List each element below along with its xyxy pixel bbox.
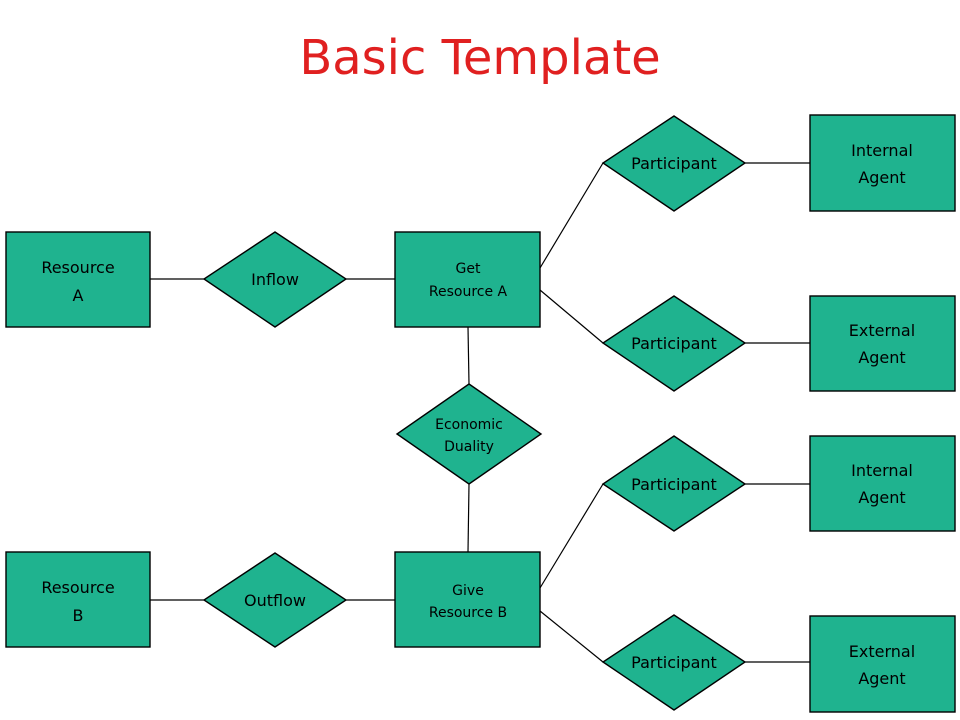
participant-relationship-1[interactable]: Participant [601,115,747,212]
edge-get-participant-2 [539,289,604,344]
participant-3-label: Participant [631,475,717,494]
economic-duality-label-line-1: Economic [435,417,503,433]
connectors [150,162,810,663]
participant-4-label: Participant [631,653,717,672]
external-agent-1-label-line-2: Agent [858,348,905,367]
resource-b-label-line-2: B [73,606,84,625]
edge-give-participant-4 [539,610,604,663]
external-agent-node-1[interactable]: External Agent [809,295,956,392]
get-resource-a-label-line-1: Get [456,261,481,277]
get-resource-a-label-line-2: Resource A [429,284,508,300]
give-resource-b-label-line-2: Resource B [429,605,507,621]
outflow-label: Outflow [244,591,306,610]
resource-b-label-line-1: Resource [41,578,114,597]
get-resource-a-event[interactable]: Get Resource A [394,231,541,328]
participant-relationship-4[interactable]: Participant [601,614,747,711]
external-agent-node-2[interactable]: External Agent [809,615,956,713]
economic-duality-label-line-2: Duality [444,439,494,455]
internal-agent-2-label-line-2: Agent [858,488,905,507]
resource-a-node[interactable]: Resource A [5,231,151,328]
participant-2-label: Participant [631,334,717,353]
edge-get-duality [467,326,470,385]
internal-agent-node-2[interactable]: Internal Agent [809,435,956,532]
internal-agent-1-label-line-1: Internal [851,141,913,160]
internal-agent-2-label-line-1: Internal [851,461,913,480]
give-resource-b-event[interactable]: Give Resource B [394,551,541,648]
edge-duality-give [467,483,470,553]
edge-give-participant-3 [539,483,604,589]
economic-duality-relationship[interactable]: Economic Duality [395,383,543,485]
resource-a-label-line-2: A [73,286,84,305]
internal-agent-1-label-line-2: Agent [858,168,905,187]
external-agent-2-label-line-2: Agent [858,669,905,688]
give-resource-b-label-line-1: Give [452,583,484,599]
internal-agent-node-1[interactable]: Internal Agent [809,114,956,212]
page-title: Basic Template [299,30,661,86]
external-agent-1-label-line-1: External [849,321,915,340]
participant-relationship-3[interactable]: Participant [601,435,747,532]
outflow-relationship[interactable]: Outflow [202,552,348,648]
resource-b-node[interactable]: Resource B [5,551,151,648]
inflow-relationship[interactable]: Inflow [202,231,348,328]
participant-relationship-2[interactable]: Participant [601,295,747,392]
resource-a-label-line-1: Resource [41,258,114,277]
participant-1-label: Participant [631,154,717,173]
inflow-label: Inflow [251,270,299,289]
edge-get-participant-1 [539,162,604,269]
external-agent-2-label-line-1: External [849,642,915,661]
